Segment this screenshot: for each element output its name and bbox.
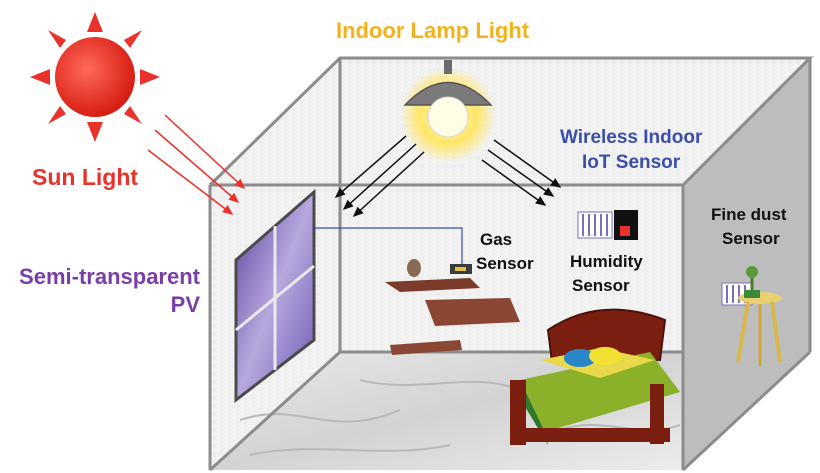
dust-label-line1: Fine dust: [711, 205, 787, 224]
lamp-rays: [334, 135, 562, 218]
wireless-label-line1: Wireless Indoor: [560, 127, 703, 148]
gas-label-line2: Sensor: [476, 254, 534, 273]
wireless-label-line2: IoT Sensor: [582, 152, 681, 173]
sun-rays: [147, 114, 246, 215]
pv-label-line1: Semi-transparent: [19, 264, 200, 289]
humidity-sensor-icon: [577, 210, 638, 240]
floor-marble-veins: [239, 379, 681, 456]
pv-label-line2: PV: [170, 292, 200, 317]
humidity-label-line2: Sensor: [572, 276, 630, 295]
lamp-label: Indoor Lamp Light: [336, 18, 530, 43]
semi-transparent-pv-window: [234, 188, 316, 404]
pv-wire: [314, 227, 463, 265]
desk: [385, 259, 520, 355]
stool-with-plant: [736, 266, 782, 366]
lamp-icon: [400, 60, 496, 163]
sun-label: Sun Light: [32, 164, 139, 190]
gas-sensor-device: [450, 264, 472, 274]
right-wall: [683, 58, 810, 470]
gas-label-line1: Gas: [480, 230, 513, 249]
sun-icon: [30, 12, 160, 142]
bed: [510, 308, 680, 445]
humidity-label-line1: Humidity: [570, 252, 643, 271]
dust-label-line2: Sensor: [722, 229, 780, 248]
